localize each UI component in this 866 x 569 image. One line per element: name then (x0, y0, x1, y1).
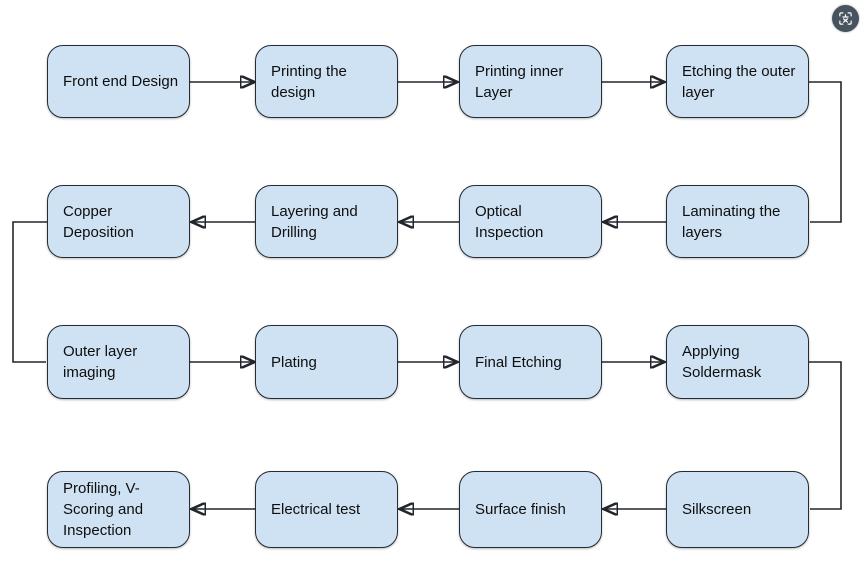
image-translate-icon (839, 12, 852, 25)
node-profiling-vscoring-inspection: Profiling, V-Scoring and Inspection (47, 471, 190, 548)
connector-copper-to-outerimaging (12, 221, 47, 363)
node-label: Optical Inspection (475, 202, 544, 241)
node-applying-soldermask: Applying Soldermask (666, 325, 809, 399)
node-laminating-the-layers: Laminating the layers (666, 185, 809, 258)
node-label: Copper Deposition (63, 202, 134, 241)
node-label: Plating (271, 353, 317, 371)
node-front-end-design: Front end Design (47, 45, 190, 118)
node-optical-inspection: Optical Inspection (459, 185, 602, 258)
node-plating: Plating (255, 325, 398, 399)
node-label: Outer layer imaging (63, 343, 138, 381)
node-copper-deposition: Copper Deposition (47, 185, 190, 258)
node-layering-and-drilling: Layering and Drilling (255, 185, 398, 258)
node-label: Printing inner Layer (475, 62, 564, 101)
node-surface-finish: Surface finish (459, 471, 602, 548)
connector-etching-to-laminating (809, 81, 842, 223)
node-outer-layer-imaging: Outer layer imaging (47, 325, 190, 399)
node-label: Profiling, V-Scoring and Inspection (63, 480, 144, 539)
node-label: Surface finish (475, 501, 566, 518)
node-final-etching: Final Etching (459, 325, 602, 399)
node-label: Final Etching (475, 353, 562, 371)
node-silkscreen: Silkscreen (666, 471, 809, 548)
node-label: Front end Design (63, 73, 179, 90)
node-printing-the-design: Printing the design (255, 45, 398, 118)
node-label: Layering and Drilling (271, 202, 358, 241)
node-label: Electrical test (271, 501, 361, 518)
node-label: Printing the design (271, 62, 347, 101)
node-label: Laminating the layers (682, 202, 781, 241)
image-translate-button[interactable] (832, 5, 859, 32)
node-label: Applying Soldermask (682, 343, 762, 381)
connector-soldermask-to-silkscreen (809, 361, 842, 510)
node-printing-inner-layer: Printing inner Layer (459, 45, 602, 118)
node-etching-the-outer-layer: Etching the outer layer (666, 45, 809, 118)
node-label: Silkscreen (682, 501, 752, 518)
node-electrical-test: Electrical test (255, 471, 398, 548)
node-label: Etching the outer layer (682, 62, 796, 101)
